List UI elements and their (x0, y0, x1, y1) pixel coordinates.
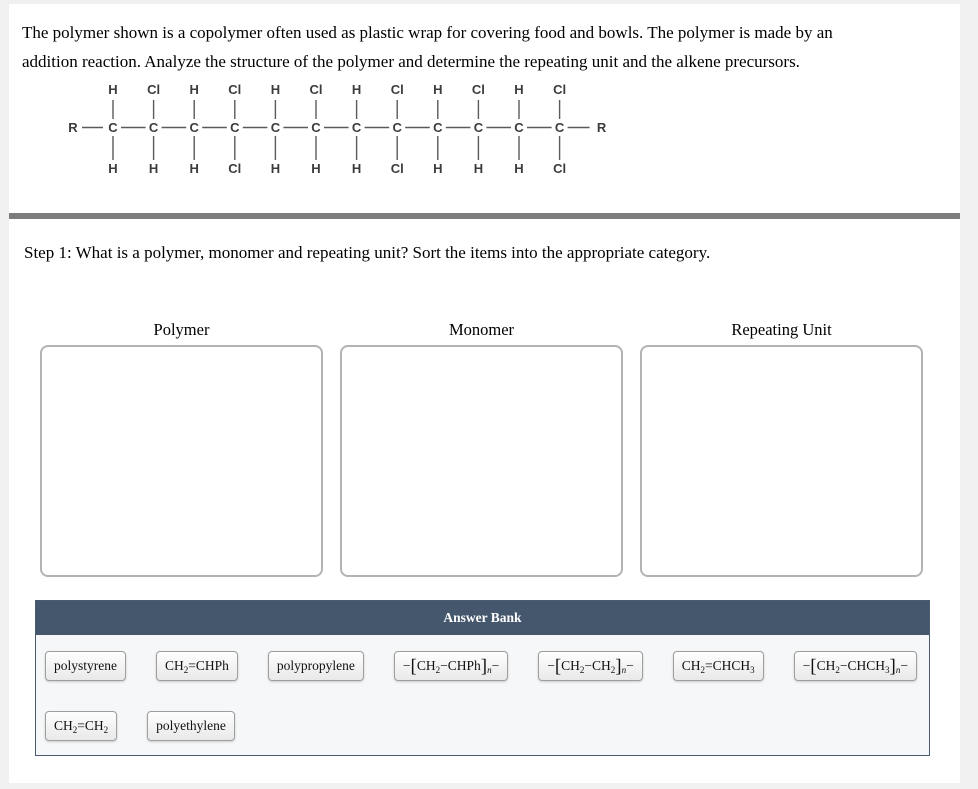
bottom-substituent: Cl (553, 161, 566, 176)
backbone-carbon: C (393, 120, 403, 135)
top-substituent: H (514, 82, 523, 97)
bottom-substituent: H (311, 161, 320, 176)
bottom-substituent: H (149, 161, 158, 176)
top-substituent: Cl (310, 82, 323, 97)
question-line-1: The polymer shown is a copolymer often u… (22, 23, 833, 42)
step-instruction: Step 1: What is a polymer, monomer and r… (24, 243, 711, 262)
question-text: The polymer shown is a copolymer often u… (9, 4, 960, 76)
end-group-left: R (68, 120, 78, 135)
backbone-carbon: C (433, 120, 443, 135)
bank-item-polypropylene[interactable]: polypropylene (267, 651, 364, 681)
top-substituent: H (108, 82, 117, 97)
category-monomer-dropzone[interactable] (340, 345, 623, 577)
category-repeating-unit: Repeating Unit (640, 320, 923, 577)
backbone-carbon: C (149, 120, 159, 135)
bank-item-polystyrene[interactable]: polystyrene (45, 651, 126, 681)
bottom-substituent: H (108, 161, 117, 176)
category-polymer-dropzone[interactable] (40, 345, 323, 577)
top-substituent: Cl (147, 82, 160, 97)
backbone-carbon: C (271, 120, 281, 135)
category-polymer-label: Polymer (153, 320, 210, 339)
backbone-carbon: C (311, 120, 321, 135)
bottom-substituent: H (271, 161, 280, 176)
sort-categories: Polymer Monomer Repeating Unit (40, 320, 960, 577)
category-repeating-unit-dropzone[interactable] (640, 345, 923, 577)
backbone-carbon: C (230, 120, 240, 135)
end-group-right: R (597, 120, 607, 135)
bottom-substituent: H (352, 161, 361, 176)
bottom-substituent: H (514, 161, 523, 176)
top-substituent: Cl (472, 82, 485, 97)
bottom-substituent: H (474, 161, 483, 176)
backbone-carbon: C (108, 120, 118, 135)
answer-bank-header: Answer Bank (36, 601, 929, 635)
backbone-carbon: C (474, 120, 484, 135)
top-substituent: H (352, 82, 361, 97)
category-repeating-unit-label: Repeating Unit (731, 320, 832, 339)
top-substituent: Cl (391, 82, 404, 97)
problem-card: The polymer shown is a copolymer often u… (9, 4, 960, 783)
category-monomer-label: Monomer (448, 320, 515, 339)
top-substituent: H (271, 82, 280, 97)
category-monomer: Monomer (340, 320, 623, 577)
backbone-carbon: C (190, 120, 200, 135)
backbone-carbon: C (555, 120, 565, 135)
top-substituent: Cl (228, 82, 241, 97)
backbone-carbon: C (514, 120, 524, 135)
bank-item-polyethylene[interactable]: polyethylene (147, 711, 235, 741)
top-substituent: Cl (553, 82, 566, 97)
bottom-substituent: H (433, 161, 442, 176)
backbone-carbon: C (352, 120, 362, 135)
bottom-substituent: Cl (391, 161, 404, 176)
bottom-substituent: H (190, 161, 199, 176)
question-line-2: addition reaction. Analyze the structure… (22, 52, 800, 71)
bottom-substituent: Cl (228, 161, 241, 176)
section-divider (9, 213, 960, 219)
category-polymer: Polymer (40, 320, 323, 577)
top-substituent: H (190, 82, 199, 97)
top-substituent: H (433, 82, 442, 97)
